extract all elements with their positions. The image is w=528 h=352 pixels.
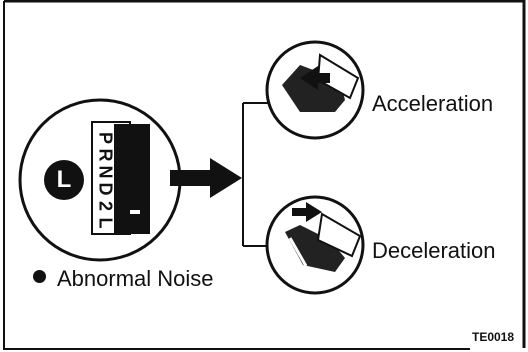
gear-position-d: D <box>95 183 115 196</box>
deceleration-label: Deceleration <box>372 238 496 263</box>
figure-code: TE0018 <box>472 330 515 344</box>
bullet-icon <box>33 270 46 283</box>
gear-position-r: R <box>95 149 115 162</box>
abnormal-noise-label: Abnormal Noise <box>57 266 214 291</box>
branch-connector <box>242 102 268 247</box>
brake-pedal-icon <box>265 195 365 295</box>
arrow-right-icon <box>170 158 242 198</box>
acceleration-label: Acceleration <box>372 91 494 116</box>
gear-badge-l: L <box>44 160 84 200</box>
frame-border <box>4 0 526 348</box>
gear-position-p: P <box>95 132 115 144</box>
gear-position-l: L <box>95 218 115 229</box>
frame-border-left <box>3 1 470 350</box>
accelerator-pedal-icon <box>265 40 365 140</box>
gear-position-2: 2 <box>95 201 115 211</box>
gear-position-n: N <box>95 166 115 179</box>
